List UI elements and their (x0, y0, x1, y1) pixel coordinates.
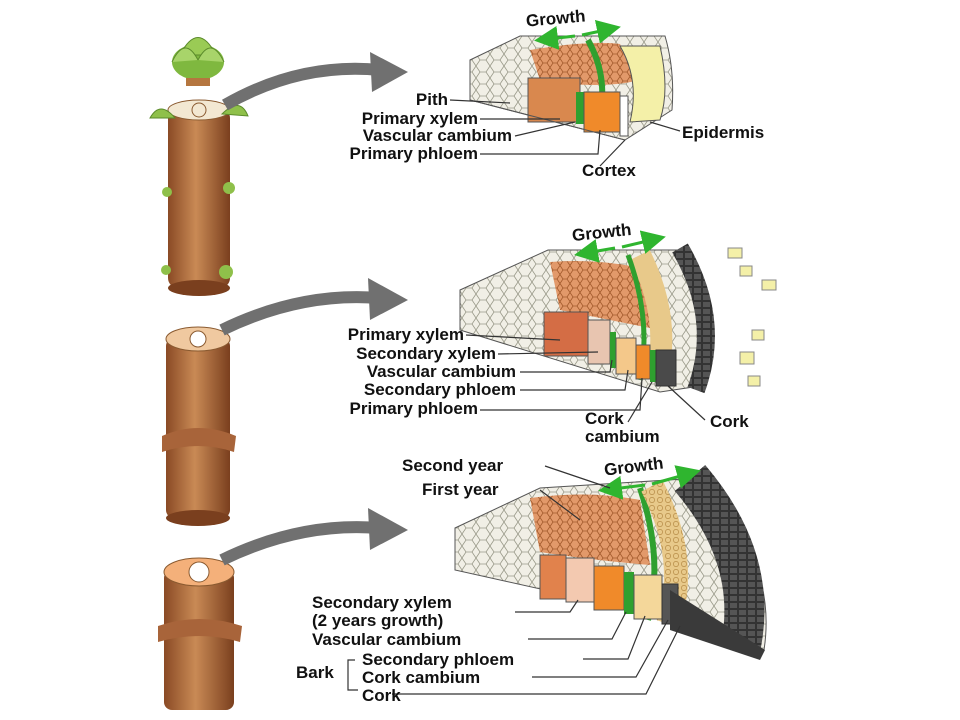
bud-left (149, 108, 177, 119)
leader-lines (347, 99, 706, 695)
label-bark: Bark (296, 663, 334, 682)
label-secondary-phloem-2: Secondary phloem (363, 380, 516, 399)
label-cork-cambium-2: Cork cambium (585, 409, 660, 446)
label-primary-xylem-1: Primary xylem (361, 109, 478, 128)
label-vascular-cambium-1: Vascular cambium (362, 126, 512, 145)
label-primary-phloem-2: Primary phloem (349, 399, 479, 418)
label-second-year: Second year (402, 456, 504, 475)
label-vascular-cambium-2: Vascular cambium (366, 362, 516, 381)
label-primary-xylem-2: Primary xylem (347, 325, 464, 344)
label-epidermis: Epidermis (682, 123, 765, 142)
young-stem-illustration (149, 37, 249, 296)
arrow-3 (219, 508, 408, 566)
label-first-year: First year (422, 480, 499, 499)
label-secondary-xylem-2: Secondary xylem (356, 344, 496, 363)
wedge-secondary-growth (459, 243, 777, 394)
label-cork-cambium-3: Cork cambium (362, 668, 481, 687)
arrow-2 (219, 278, 408, 336)
second-stem-illustration (162, 326, 236, 526)
terminal-bud (171, 37, 225, 86)
label-2-years-growth: (2 years growth) (312, 611, 444, 630)
growth-arrow-2 (574, 239, 616, 263)
arrow-1 (222, 52, 408, 111)
label-secondary-xylem-3: Secondary xylem (312, 593, 452, 612)
label-cork-2: Cork (710, 412, 749, 431)
label-secondary-phloem-3: Secondary phloem (362, 650, 515, 669)
label-cortex: Cortex (582, 161, 636, 180)
growth-arrow-3 (598, 475, 646, 500)
sloughing-cork-fragments (727, 247, 777, 387)
third-stem-illustration (158, 557, 242, 710)
label-vascular-cambium-3: Vascular cambium (312, 630, 462, 649)
growth-arrow-1 (534, 26, 576, 50)
wedge-two-years-growth (454, 465, 767, 660)
label-pith-1: Pith (415, 90, 448, 109)
wedge-primary-growth (469, 35, 674, 141)
label-cork-3: Cork (362, 686, 401, 705)
bud-right (220, 105, 249, 117)
label-primary-phloem-1: Primary phloem (349, 144, 479, 163)
